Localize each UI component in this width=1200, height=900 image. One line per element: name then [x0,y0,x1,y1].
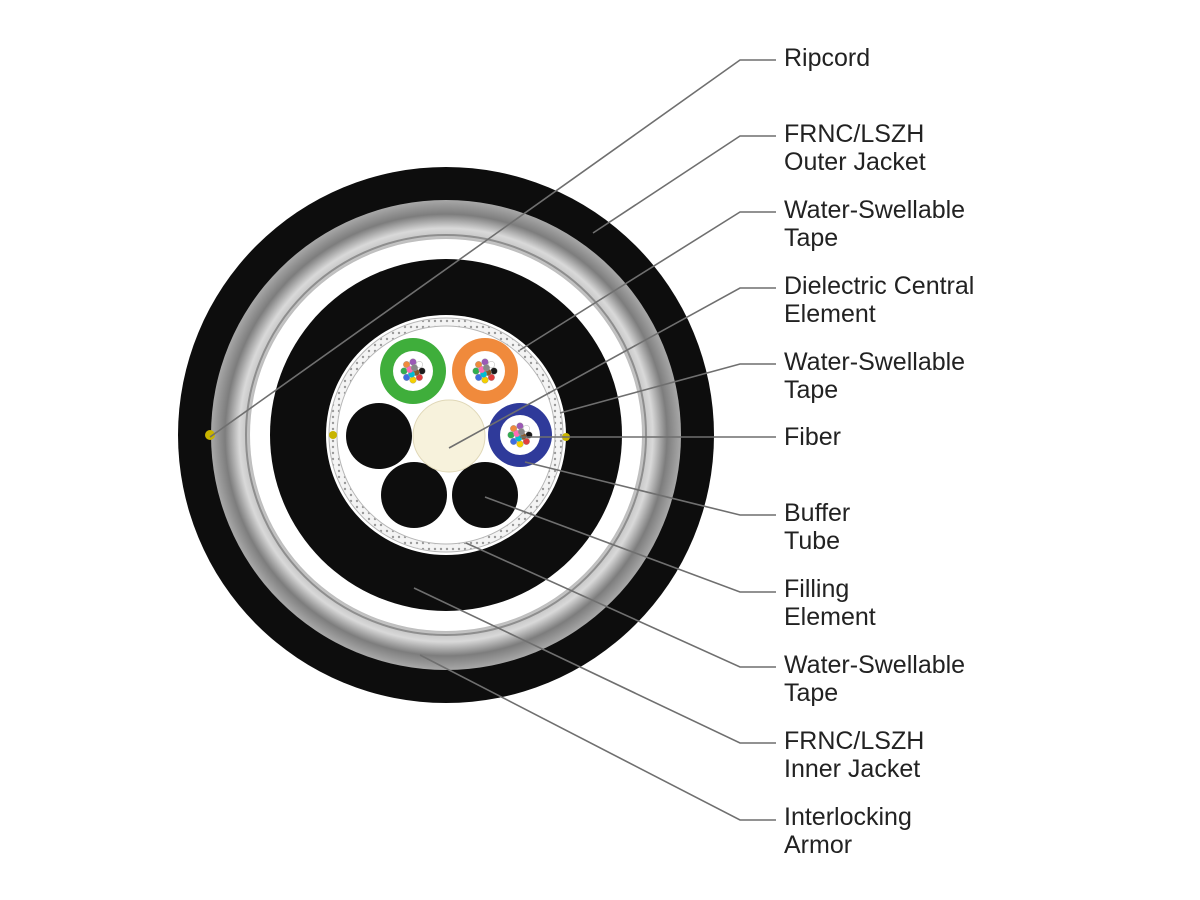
optical-fiber [487,373,495,381]
label-line: Buffer [784,499,851,527]
optical-fiber [472,367,480,375]
leader-line-ripcord [209,59,776,438]
label-dielectric-central-element: Dielectric Central Element [784,272,974,328]
optical-fiber [418,367,426,375]
optical-fiber [510,425,518,433]
leader-lines [209,59,776,821]
filling-element [346,403,412,469]
optical-fiber [481,358,489,366]
label-water-swellable-tape-core: Water-Swellable Tape [784,651,965,707]
ripcord-icon [205,430,215,440]
buffer-tube-blue [488,403,552,467]
leader-line-tape-inner [559,363,776,414]
label-interlocking-armor: Interlocking Armor [784,803,912,859]
label-inner-jacket: FRNC/LSZH Inner Jacket [784,727,924,783]
label-ripcord: Ripcord [784,44,870,72]
label-line: Dielectric Central [784,272,975,300]
label-water-swellable-tape-outer: Water-Swellable Tape [784,196,965,252]
optical-fiber [400,367,408,375]
optical-fiber [490,367,498,375]
leader-line-outer-jacket [592,135,776,234]
label-fiber: Fiber [784,423,841,451]
label-line: Tape [784,224,839,252]
optical-fiber [487,361,495,369]
optical-fiber [507,431,515,439]
optical-fiber [475,361,483,369]
label-line: Tape [784,679,839,707]
label-line: Tube [784,527,841,555]
label-line: Water-Swellable [784,196,966,224]
buffer-tube-green [380,338,446,404]
label-line: FRNC/LSZH [784,727,925,755]
label-outer-jacket: FRNC/LSZH Outer Jacket [784,120,926,176]
leader-line-tape-outer [519,211,776,351]
label-buffer-tube: Buffer Tube [784,499,850,555]
optical-fiber [415,361,423,369]
leader-line-armor [419,654,776,821]
armor-inner-edge [245,234,647,636]
optical-fiber [410,364,418,372]
label-line: Element [784,603,876,631]
optical-fiber [409,358,417,366]
optical-fiber [516,440,524,448]
label-filling-element: Filling Element [784,575,876,631]
optical-fiber [522,425,530,433]
label-line: Filling [784,575,850,603]
label-line: Outer Jacket [784,148,926,176]
leader-line-tape-core [465,542,776,668]
buffer-tube-orange [452,338,518,404]
optical-fiber [522,437,530,445]
leader-line-central-element [448,287,776,449]
optical-fiber [510,437,518,445]
label-line: FRNC/LSZH [784,120,925,148]
optical-fiber [517,428,525,436]
optical-fiber [481,376,489,384]
label-line: Element [784,300,876,328]
leader-line-filling-element [484,496,776,593]
ripcord-icon [329,431,337,439]
optical-fiber [403,361,411,369]
label-line: Water-Swellable [784,348,966,376]
label-line: Ripcord [784,44,871,72]
optical-fiber [482,364,490,372]
label-line: Water-Swellable [784,651,966,679]
optical-fiber [409,376,417,384]
optical-fiber [415,373,423,381]
label-line: Fiber [784,423,841,451]
dielectric-central-element [412,399,486,473]
label-water-swellable-tape-inner: Water-Swellable Tape [784,348,965,404]
optical-fiber [403,373,411,381]
optical-fiber [475,373,483,381]
filling-element [381,462,447,528]
label-line: Inner Jacket [784,755,921,783]
label-line: Interlocking [784,803,912,831]
optical-fiber [516,422,524,430]
leader-line-buffer-tube [524,461,776,516]
filling-element [452,462,518,528]
label-line: Armor [784,831,853,859]
label-line: Tape [784,376,839,404]
leader-line-inner-jacket [413,587,776,744]
